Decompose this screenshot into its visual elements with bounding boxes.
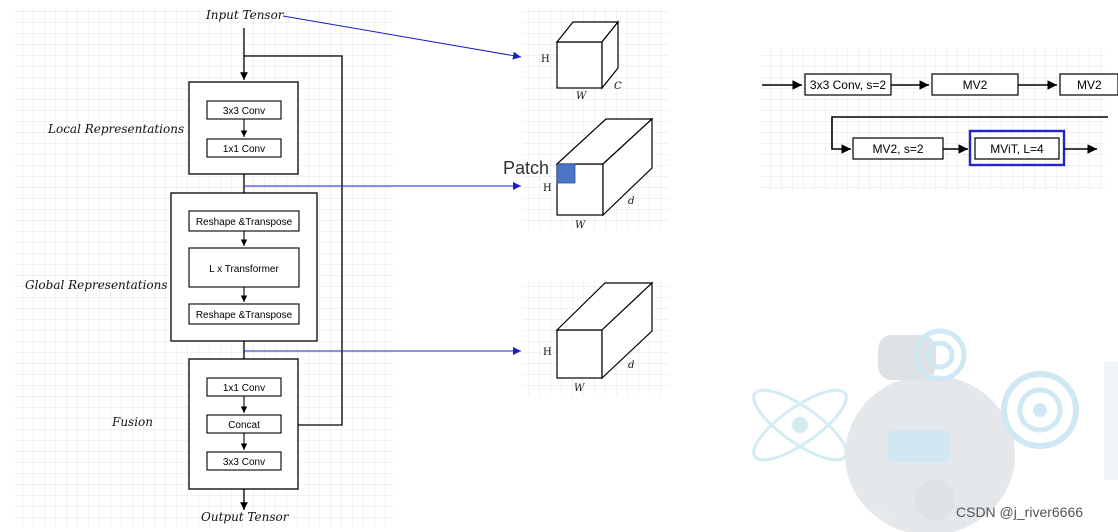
- output-tensor-label: Output Tensor: [201, 510, 290, 524]
- flow-mv2-label-1: MV2: [963, 78, 988, 92]
- mvit-highlight-frame: [968, 129, 1066, 167]
- tensor-mid-w-label: W: [575, 220, 586, 231]
- reshape-transpose-bottom-label: Reshape &Transpose: [196, 310, 293, 321]
- tensor-hwd-patch: Patch H W d: [503, 117, 654, 231]
- robot-watermark-graphic: [752, 328, 1118, 532]
- flow-mvit-label: MViT, L=4: [990, 142, 1044, 156]
- concat-label: Concat: [228, 420, 260, 431]
- flow-mv2-s2-label: MV2, s=2: [872, 142, 923, 156]
- transformer-label: L x Transformer: [209, 264, 279, 275]
- tensor-bot-h-label: H: [543, 347, 552, 358]
- tensor-mid-d-label: d: [628, 196, 634, 207]
- tensor-mid-h-label: H: [543, 183, 552, 194]
- tensor-hwd: H W d: [543, 281, 654, 394]
- conv1x1-top-label: 1x1 Conv: [223, 144, 265, 155]
- input-tensor-label: Input Tensor: [205, 8, 285, 22]
- flow-mv2-label-2: MV2: [1077, 78, 1102, 92]
- skip-connection: [244, 55, 343, 429]
- conv3x3-bottom-label: 3x3 Conv: [223, 457, 265, 468]
- patch-square: [556, 163, 576, 184]
- conv1x1-bottom-label: 1x1 Conv: [223, 383, 265, 394]
- flow-mv2-box-2: [1059, 73, 1118, 96]
- patch-label: Patch: [503, 158, 549, 178]
- tensor-top-c-label: C: [614, 81, 622, 92]
- flow-conv-label: 3x3 Conv, s=2: [810, 78, 886, 92]
- global-representations-label: Global Representations: [25, 278, 168, 292]
- tensor-bot-d-label: d: [628, 360, 634, 371]
- flow-grid-background: [760, 48, 1105, 190]
- tensor-top-h-label: H: [541, 54, 550, 65]
- local-representations-label: Local Representations: [47, 122, 184, 136]
- tensor-top-w-label: W: [576, 91, 587, 102]
- conv3x3-top-label: 3x3 Conv: [223, 106, 265, 117]
- reshape-transpose-top-label: Reshape &Transpose: [196, 217, 293, 228]
- csdn-watermark: CSDN @j_river6666: [956, 504, 1083, 520]
- conv1x1-top-box: [206, 138, 282, 158]
- mobilevit-block: Input Tensor Local Representations 3x3 C…: [25, 8, 343, 524]
- architecture-flow: 3x3 Conv, s=2 MV2 MV2 MV2, s=2 MViT, L=4: [762, 73, 1118, 167]
- flow-mvit-box: [974, 137, 1060, 160]
- tensor-hwc: H W C: [541, 20, 622, 102]
- conv3x3-bottom-box: [206, 451, 282, 471]
- transformer-box: [188, 247, 300, 288]
- reshape-transpose-bottom-box: [188, 303, 300, 325]
- input-to-tensor-arrow: [282, 15, 522, 60]
- tensor-bot-w-label: W: [574, 383, 585, 394]
- fusion-label: Fusion: [111, 415, 153, 429]
